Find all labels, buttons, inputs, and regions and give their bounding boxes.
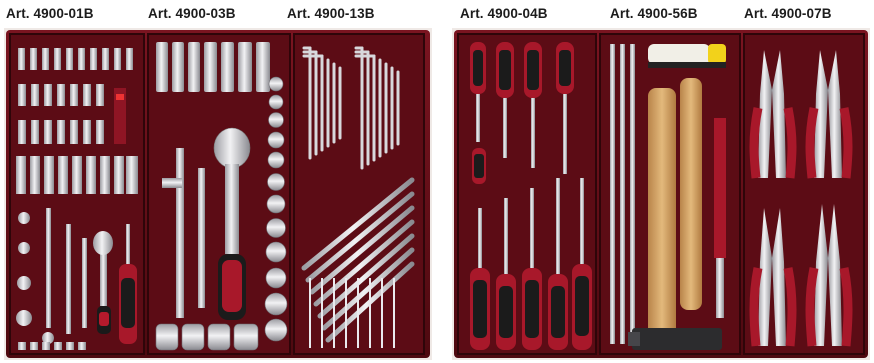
- tray-4900-56B: [599, 33, 741, 355]
- tray-4900-13B: [293, 33, 425, 355]
- article-label-4900-01B: Art. 4900-01B: [6, 6, 94, 21]
- left-drawer-photo: [4, 28, 432, 360]
- tray-4900-07B: [743, 33, 865, 355]
- tray-4900-03B: [147, 33, 291, 355]
- article-label-4900-07B: Art. 4900-07B: [744, 6, 832, 21]
- article-label-4900-13B: Art. 4900-13B: [287, 6, 375, 21]
- tray-4900-01B: [9, 33, 145, 355]
- right-drawer-photo: [452, 28, 870, 360]
- article-label-4900-03B: Art. 4900-03B: [148, 6, 236, 21]
- tray-4900-04B: [457, 33, 597, 355]
- article-label-4900-56B: Art. 4900-56B: [610, 6, 698, 21]
- article-label-4900-04B: Art. 4900-04B: [460, 6, 548, 21]
